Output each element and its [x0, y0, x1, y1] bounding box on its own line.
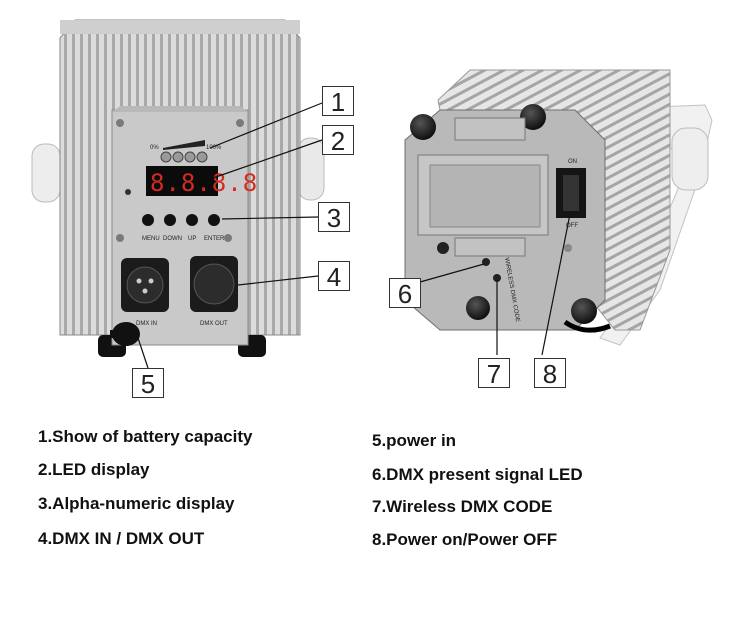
down-label: DOWN: [163, 236, 182, 242]
callout-7: 7: [478, 358, 510, 389]
leader-lines-right: [419, 213, 571, 356]
enter-button[interactable]: [208, 214, 220, 226]
wireless-code-button[interactable]: [493, 274, 501, 282]
up-label: UP: [188, 236, 196, 242]
leader-lines-left: [137, 102, 323, 369]
callout-3: 3: [318, 202, 350, 233]
power-inlet: [112, 322, 140, 346]
legend-item-6: 6.DMX present signal LED: [372, 465, 583, 484]
led-display: [146, 166, 218, 196]
callout-8: 8: [534, 358, 566, 389]
menu-label: MENU: [142, 236, 160, 242]
callout-2: 2: [322, 125, 354, 156]
dmx-in-label: DMX IN: [136, 321, 157, 327]
led-digits: 8.8.8.8: [150, 169, 258, 197]
menu-button[interactable]: [142, 214, 154, 226]
legend-item-1: 1.Show of battery capacity: [38, 427, 253, 446]
legend-item-8: 8.Power on/Power OFF: [372, 530, 558, 549]
switch-off-label: OFF: [566, 223, 578, 229]
up-button[interactable]: [186, 214, 198, 226]
rear-fixture: ON OFF WIRELESS DMX CODE: [404, 69, 713, 346]
legend-item-2: 2.LED display: [38, 460, 150, 479]
legend-item-7: 7.Wireless DMX CODE: [372, 497, 553, 516]
dmx-out-label: DMX OUT: [200, 321, 228, 327]
enter-label: ENTER: [204, 236, 225, 242]
front-fixture: 0% 100% 8.8.8.8 MENU DOWN UP ENTER DMX I…: [31, 19, 325, 357]
legend-item-3: 3.Alpha-numeric display: [38, 494, 235, 513]
legend-item-5: 5.power in: [372, 431, 457, 450]
legend-item-4: 4.DMX IN / DMX OUT: [38, 529, 205, 548]
switch-on-label: ON: [568, 159, 577, 165]
callout-4: 4: [318, 261, 350, 292]
callout-6: 6: [389, 278, 421, 309]
battery-low-label: 0%: [150, 145, 159, 151]
down-button[interactable]: [164, 214, 176, 226]
callout-5: 5: [132, 368, 164, 399]
battery-gauge-icon: [163, 140, 205, 150]
callout-1: 1: [322, 86, 354, 117]
product-photo: 0% 100% 8.8.8.8 MENU DOWN UP ENTER DMX I…: [31, 19, 713, 369]
battery-high-label: 100%: [206, 145, 222, 151]
